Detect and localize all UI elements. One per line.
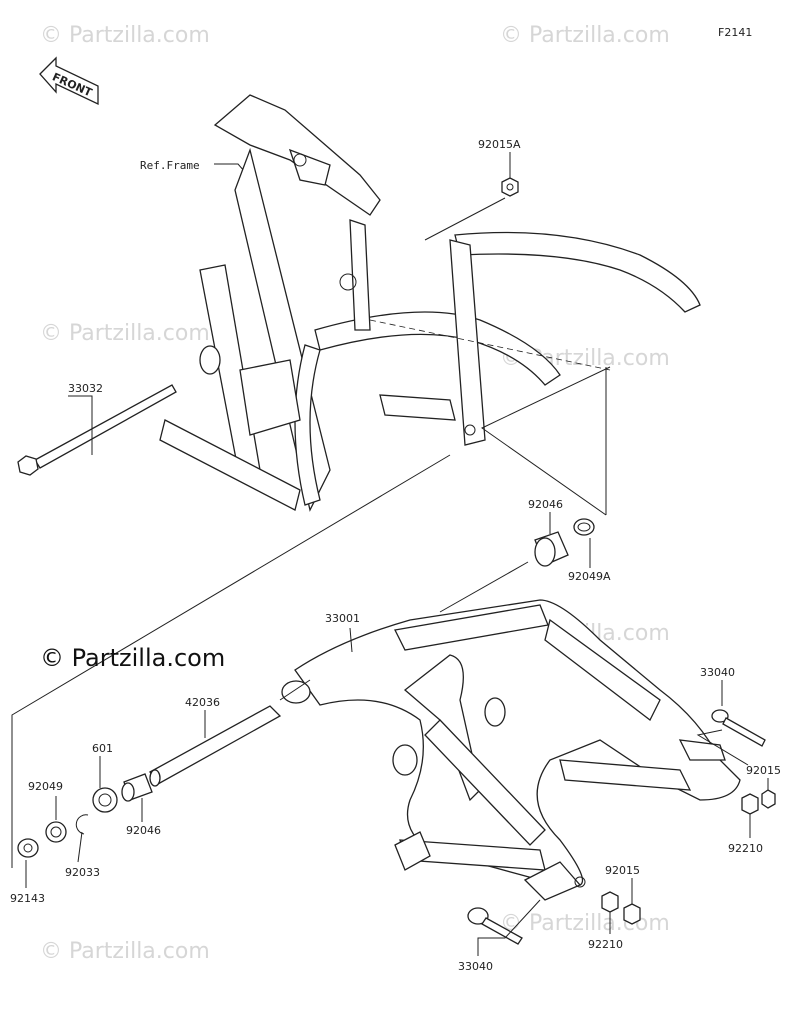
seal-92049 (45, 821, 67, 843)
part-label-92210-right: 92210 (728, 842, 763, 855)
diagram-code: F2141 (718, 26, 752, 39)
front-arrow-icon: FRONT (39, 56, 99, 106)
pivot-shaft-33032 (17, 384, 177, 476)
swing-arm-33001 (281, 599, 741, 901)
brand-logo: © Partzilla.com (40, 644, 225, 672)
part-label-92143: 92143 (10, 892, 45, 905)
part-label-92049: 92049 (28, 780, 63, 793)
part-label-92015-right: 92015 (746, 764, 781, 777)
bearing-92046-upper (534, 531, 569, 567)
watermark: © Partzilla.com (500, 911, 670, 936)
watermark: © Partzilla.com (40, 321, 210, 346)
part-label-33001: 33001 (325, 612, 360, 625)
axis-line (369, 319, 611, 371)
nut-92015-right (761, 789, 776, 809)
bearing-601 (92, 787, 118, 813)
watermark: © Partzilla.com (40, 23, 210, 48)
watermark: © Partzilla.com (500, 23, 670, 48)
part-label-92046: 92046 (528, 498, 563, 511)
nut-92015a (501, 177, 519, 197)
part-label-92046-lower: 92046 (126, 824, 161, 837)
seal-92049a (573, 518, 595, 536)
nut-92210-right (741, 793, 759, 815)
ref-frame-label: Ref.Frame (140, 159, 200, 172)
leader (439, 561, 529, 613)
part-label-92049a: 92049A (568, 570, 611, 583)
bracket-line (11, 454, 451, 868)
part-label-33040-upper: 33040 (700, 666, 735, 679)
frame-drawing (159, 94, 701, 512)
collar-92143-inner (23, 843, 33, 853)
part-label-92033: 92033 (65, 866, 100, 879)
collar-42036 (149, 705, 282, 785)
seal-92049a-inner (577, 522, 591, 532)
part-label-33040-lower: 33040 (458, 960, 493, 973)
bearing-601-inner (98, 793, 112, 807)
part-label-92015-lower: 92015 (605, 864, 640, 877)
part-label-42036: 42036 (185, 696, 220, 709)
leader (424, 197, 506, 241)
leader (696, 729, 749, 766)
circlip-92033 (75, 814, 89, 835)
collar-92143 (17, 838, 39, 858)
part-label-33032: 33032 (68, 382, 103, 395)
bearing-92046-lower-end (121, 782, 135, 802)
nut-92210-lower (601, 891, 619, 913)
leader (68, 395, 93, 455)
chain-adjuster-33040-upper (711, 709, 766, 747)
seal-92049-inner (50, 826, 62, 838)
collar-42036-end (149, 769, 161, 787)
leader (279, 679, 311, 701)
bracket-line (481, 366, 611, 516)
leader (477, 899, 541, 956)
nut-92015-lower (623, 903, 641, 925)
part-label-92015a: 92015A (478, 138, 521, 151)
leader (349, 627, 353, 653)
part-label-92210-lower: 92210 (588, 938, 623, 951)
watermark: © Partzilla.com (40, 939, 210, 964)
chain-adjuster-33040-lower (467, 907, 523, 945)
leader (77, 831, 83, 863)
part-label-601: 601 (92, 742, 113, 755)
